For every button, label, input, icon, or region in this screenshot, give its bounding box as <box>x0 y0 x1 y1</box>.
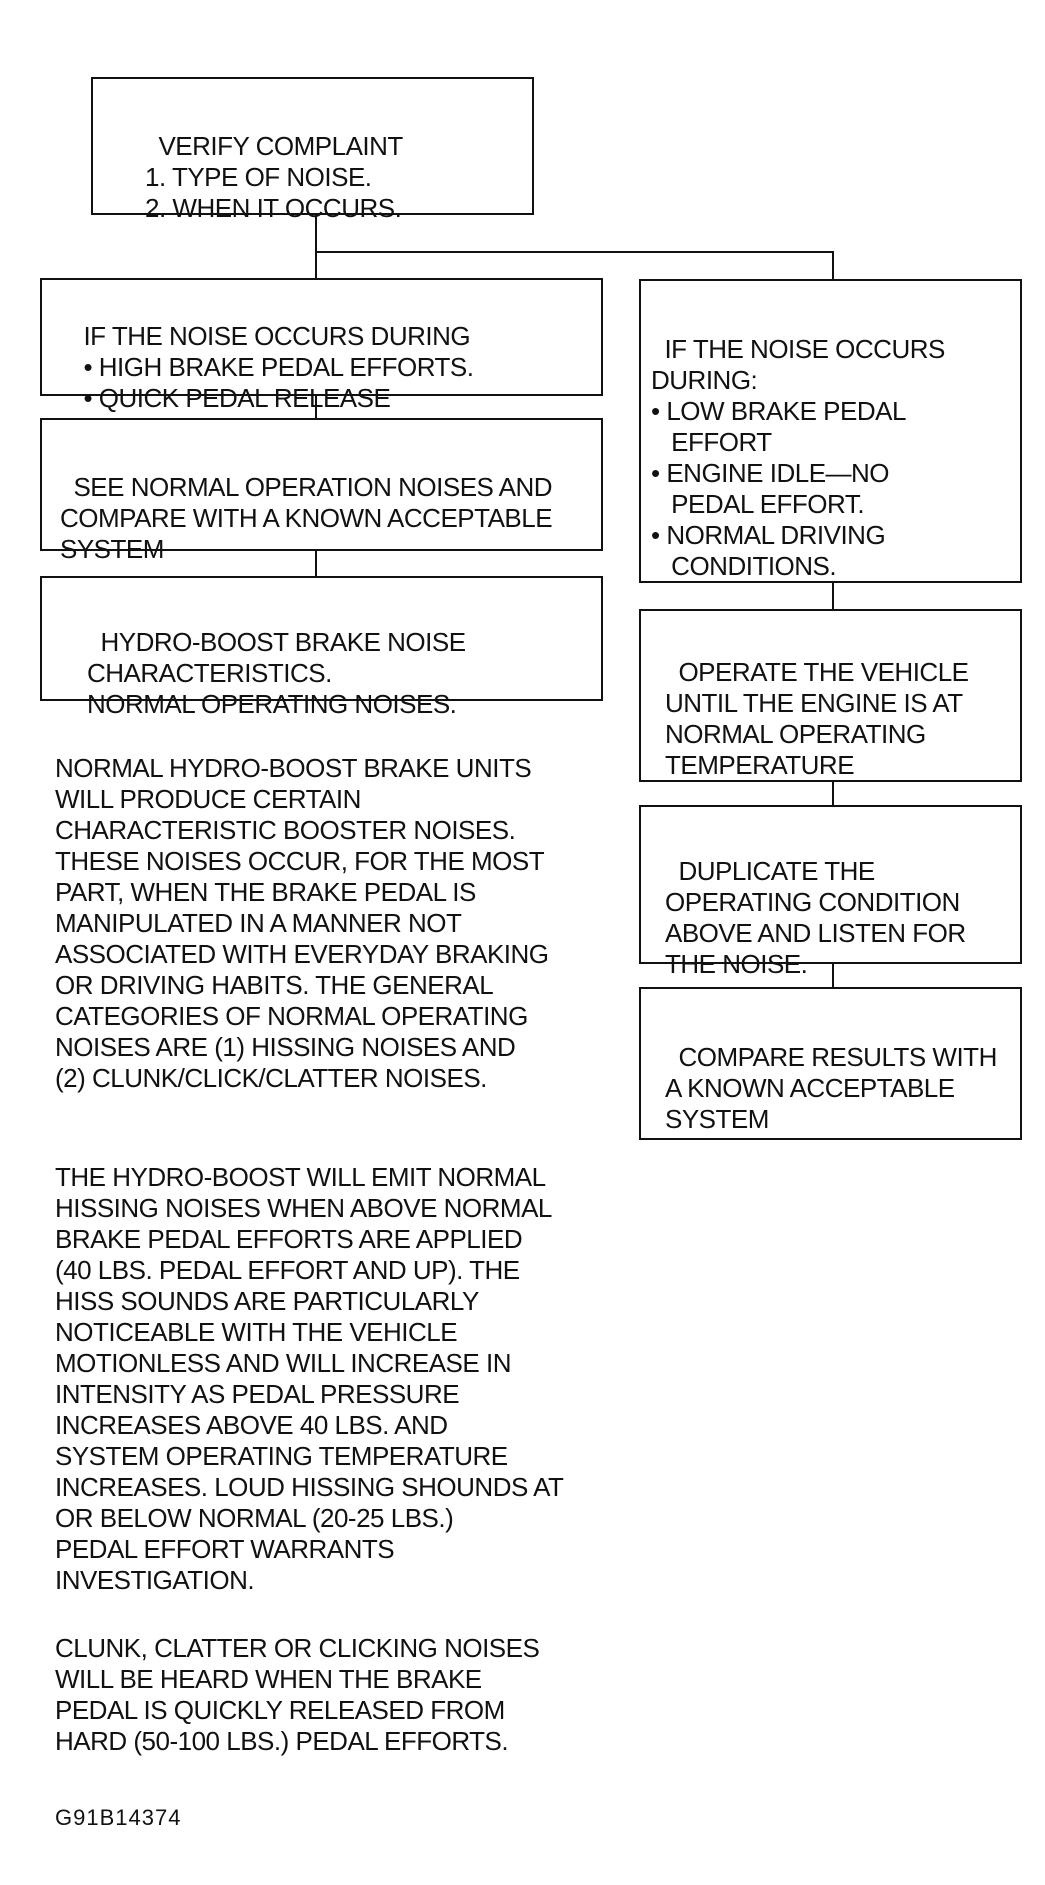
connector-right-1 <box>832 581 834 610</box>
right-condition-text: IF THE NOISE OCCURS DURING: • LOW BRAKE … <box>651 334 945 581</box>
duplicate-condition-box: DUPLICATE THE OPERATING CONDITION ABOVE … <box>639 805 1022 979</box>
paragraph-normal-noises: NORMAL HYDRO-BOOST BRAKE UNITS WILL PROD… <box>55 753 549 1093</box>
connector-verify-down <box>315 213 317 280</box>
figure-id: G91B14374 <box>55 1805 182 1830</box>
paragraph-clunk-noises: CLUNK, CLATTER OR CLICKING NOISES WILL B… <box>55 1633 540 1756</box>
operate-vehicle-box: OPERATE THE VEHICLE UNTIL THE ENGINE IS … <box>639 609 1022 782</box>
compare-results-box: COMPARE RESULTS WITH A KNOWN ACCEPTABLE … <box>639 987 1022 1140</box>
right-condition-box: IF THE NOISE OCCURS DURING: • LOW BRAKE … <box>639 279 1022 583</box>
see-normal-operation-box: SEE NORMAL OPERATION NOISES AND COMPARE … <box>40 418 603 564</box>
duplicate-condition-text: DUPLICATE THE OPERATING CONDITION ABOVE … <box>665 856 966 979</box>
paragraph-hissing-noises: THE HYDRO-BOOST WILL EMIT NORMAL HISSING… <box>55 1162 564 1595</box>
connector-horizontal-split <box>315 251 834 253</box>
see-normal-operation-text: SEE NORMAL OPERATION NOISES AND COMPARE … <box>60 472 553 564</box>
left-condition-text: IF THE NOISE OCCURS DURING • HIGH BRAKE … <box>83 321 474 413</box>
connector-right-2 <box>832 780 834 806</box>
connector-left-2 <box>315 549 317 577</box>
connector-right-3 <box>832 962 834 988</box>
hydro-boost-characteristics-text: HYDRO-BOOST BRAKE NOISE CHARACTERISTICS.… <box>87 627 466 719</box>
operate-vehicle-text: OPERATE THE VEHICLE UNTIL THE ENGINE IS … <box>665 657 969 780</box>
connector-right-branch-down <box>832 251 834 281</box>
left-condition-box: IF THE NOISE OCCURS DURING • HIGH BRAKE … <box>40 278 603 413</box>
connector-left-1 <box>315 394 317 419</box>
hydro-boost-characteristics-box: HYDRO-BOOST BRAKE NOISE CHARACTERISTICS.… <box>40 576 603 719</box>
verify-complaint-box: VERIFY COMPLAINT 1. TYPE OF NOISE. 2. WH… <box>91 77 534 223</box>
compare-results-text: COMPARE RESULTS WITH A KNOWN ACCEPTABLE … <box>665 1042 997 1134</box>
verify-complaint-text: VERIFY COMPLAINT 1. TYPE OF NOISE. 2. WH… <box>145 131 403 223</box>
